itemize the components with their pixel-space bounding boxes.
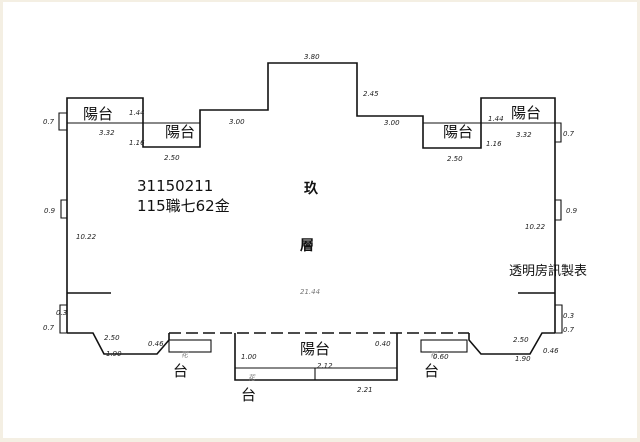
- dim-label: 0.60: [433, 353, 449, 361]
- dim-label: 0.7: [43, 118, 55, 126]
- flower-label: 花: [430, 351, 438, 359]
- dim-label: 1.00: [241, 353, 257, 361]
- flower-label: 台: [424, 362, 439, 380]
- left-pilaster: [58, 112, 67, 131]
- dim-label: 10.22: [525, 223, 546, 231]
- dim-label: 0.3: [56, 309, 67, 317]
- dim-label: 2.50: [447, 155, 463, 163]
- dim-label: 0.7: [563, 326, 575, 334]
- dim-label: 1.16: [129, 139, 145, 147]
- outer-wall: [58, 62, 563, 334]
- dim-label: 10.22: [76, 233, 97, 241]
- floor-plan-drawing: 陽台 陽台 陽台 陽台 陽台 花 台 花 台 花 台 玖 層 31150211 …: [43, 53, 587, 404]
- left-pilaster: [59, 304, 67, 334]
- dim-label: 0.40: [375, 340, 391, 348]
- dim-label: 0.46: [148, 340, 164, 348]
- flower-label: 台: [241, 386, 256, 404]
- right-pilaster: [555, 304, 563, 334]
- floor-plan-sheet: 陽台 陽台 陽台 陽台 陽台 花 台 花 台 花 台 玖 層 31150211 …: [3, 2, 637, 438]
- flower-label: 花: [181, 351, 189, 359]
- dim-label: 21.44: [300, 288, 320, 296]
- dim-label: 3.32: [516, 131, 532, 139]
- balcony-label: 陽台: [165, 123, 195, 141]
- outer-wall-top: [66, 62, 556, 149]
- dim-label: 3.32: [99, 129, 115, 137]
- dim-label: 2.50: [164, 154, 180, 162]
- dim-label: 2.21: [357, 386, 373, 394]
- dim-label: 0.46: [543, 347, 559, 355]
- dim-label: 0.7: [563, 130, 575, 138]
- right-pilaster: [555, 122, 562, 143]
- flower-label: 台: [173, 362, 188, 380]
- dim-label: 1.16: [486, 140, 502, 148]
- dim-label: 1.90: [106, 350, 122, 358]
- dim-label: 1.44: [129, 109, 145, 117]
- flower-label: 花: [248, 374, 256, 382]
- dim-label: 2.12: [317, 362, 333, 370]
- dim-label: 2.45: [363, 90, 379, 98]
- dim-label: 0.7: [43, 324, 55, 332]
- listing-id: 31150211: [137, 177, 213, 195]
- bottom-outline: [67, 332, 555, 381]
- listing-address: 115職七62金: [137, 197, 230, 215]
- flower-box-right: [420, 339, 468, 353]
- floor-char-1: 玖: [304, 180, 319, 197]
- right-pilaster: [555, 199, 562, 221]
- dim-label: 2.50: [104, 334, 120, 342]
- dim-label: 2.50: [513, 336, 529, 344]
- left-pilaster: [60, 199, 67, 219]
- balcony-label: 陽台: [300, 340, 330, 358]
- dim-label: 3.80: [304, 53, 320, 61]
- balcony-label: 陽台: [83, 105, 113, 123]
- bottom-balcony: [234, 333, 398, 381]
- flower-box-left: [168, 339, 212, 353]
- dim-label: 0.3: [563, 312, 574, 320]
- dim-label: 1.44: [488, 115, 504, 123]
- floor-char-2: 層: [300, 238, 314, 254]
- dimension-labels: 3.80 2.45 3.00 3.00 3.32 3.32 2.50 2.50 …: [43, 53, 578, 394]
- bottom-right-bay: [468, 332, 555, 355]
- dim-label: 3.00: [229, 118, 245, 126]
- dim-label: 1.90: [515, 355, 531, 363]
- balcony-label: 陽台: [443, 123, 473, 141]
- dim-label: 0.9: [44, 207, 56, 215]
- balcony-label: 陽台: [511, 104, 541, 122]
- dim-label: 3.00: [384, 119, 400, 127]
- dim-label: 0.9: [566, 207, 578, 215]
- watermark: 透明房訊製表: [509, 263, 587, 279]
- bottom-left-bay: [67, 332, 170, 355]
